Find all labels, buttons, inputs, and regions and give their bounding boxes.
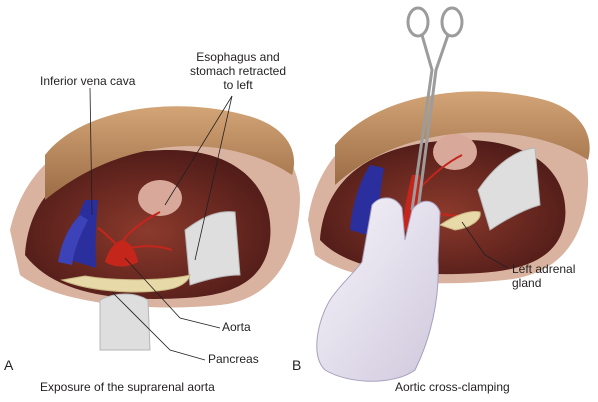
- pancreas-a: [60, 274, 191, 293]
- label-inferior-vena-cava: Inferior vena cava: [40, 74, 136, 88]
- leader-esophagus-1: [164, 95, 233, 206]
- aorta-a: [105, 240, 138, 267]
- liver-b: [335, 91, 590, 185]
- vena-cava-a-branch: [58, 215, 88, 265]
- stomach-a: [138, 180, 182, 216]
- leader-adrenal: [461, 221, 509, 269]
- leader-esophagus-2: [194, 95, 233, 261]
- caption-panel-a: Exposure of the suprarenal aorta: [40, 380, 215, 394]
- label-esophagus-line-1: Esophagus and: [196, 50, 280, 64]
- aorta-a-vessels: [97, 211, 173, 251]
- panel-a-scene: [10, 106, 300, 351]
- caption-panel-b: Aortic cross-clamping: [395, 380, 510, 394]
- panel-b-scene: [308, 6, 590, 382]
- leader-aorta: [124, 257, 221, 329]
- leader-pancreas: [111, 291, 206, 361]
- label-pancreas: Pancreas: [208, 352, 259, 366]
- leader-ivc: [89, 87, 93, 216]
- liver-a: [45, 106, 295, 200]
- label-aorta: Aorta: [222, 320, 251, 334]
- aortic-clamp: [406, 6, 464, 211]
- label-esophagus-stomach: Esophagus and stomach retracted to left: [178, 50, 298, 92]
- retractor-b: [477, 147, 541, 231]
- label-adrenal-line-1: Left adrenal: [512, 262, 576, 276]
- label-left-adrenal-gland: Left adrenal gland: [512, 262, 575, 290]
- panel-letter-b: B: [292, 357, 302, 373]
- label-esophagus-line-3: to left: [223, 78, 253, 92]
- vena-cava-a: [70, 200, 98, 268]
- retractor-a: [184, 211, 241, 286]
- panel-letter-a: A: [4, 357, 14, 373]
- adrenal-gland-b: [438, 211, 481, 231]
- label-esophagus-line-2: stomach retracted: [189, 64, 287, 78]
- retractor-a-lower: [99, 293, 151, 351]
- gloved-hand: [316, 197, 441, 382]
- leader-lines-a: [89, 87, 233, 361]
- stomach-b: [433, 134, 477, 170]
- label-adrenal-line-2: gland: [512, 276, 542, 290]
